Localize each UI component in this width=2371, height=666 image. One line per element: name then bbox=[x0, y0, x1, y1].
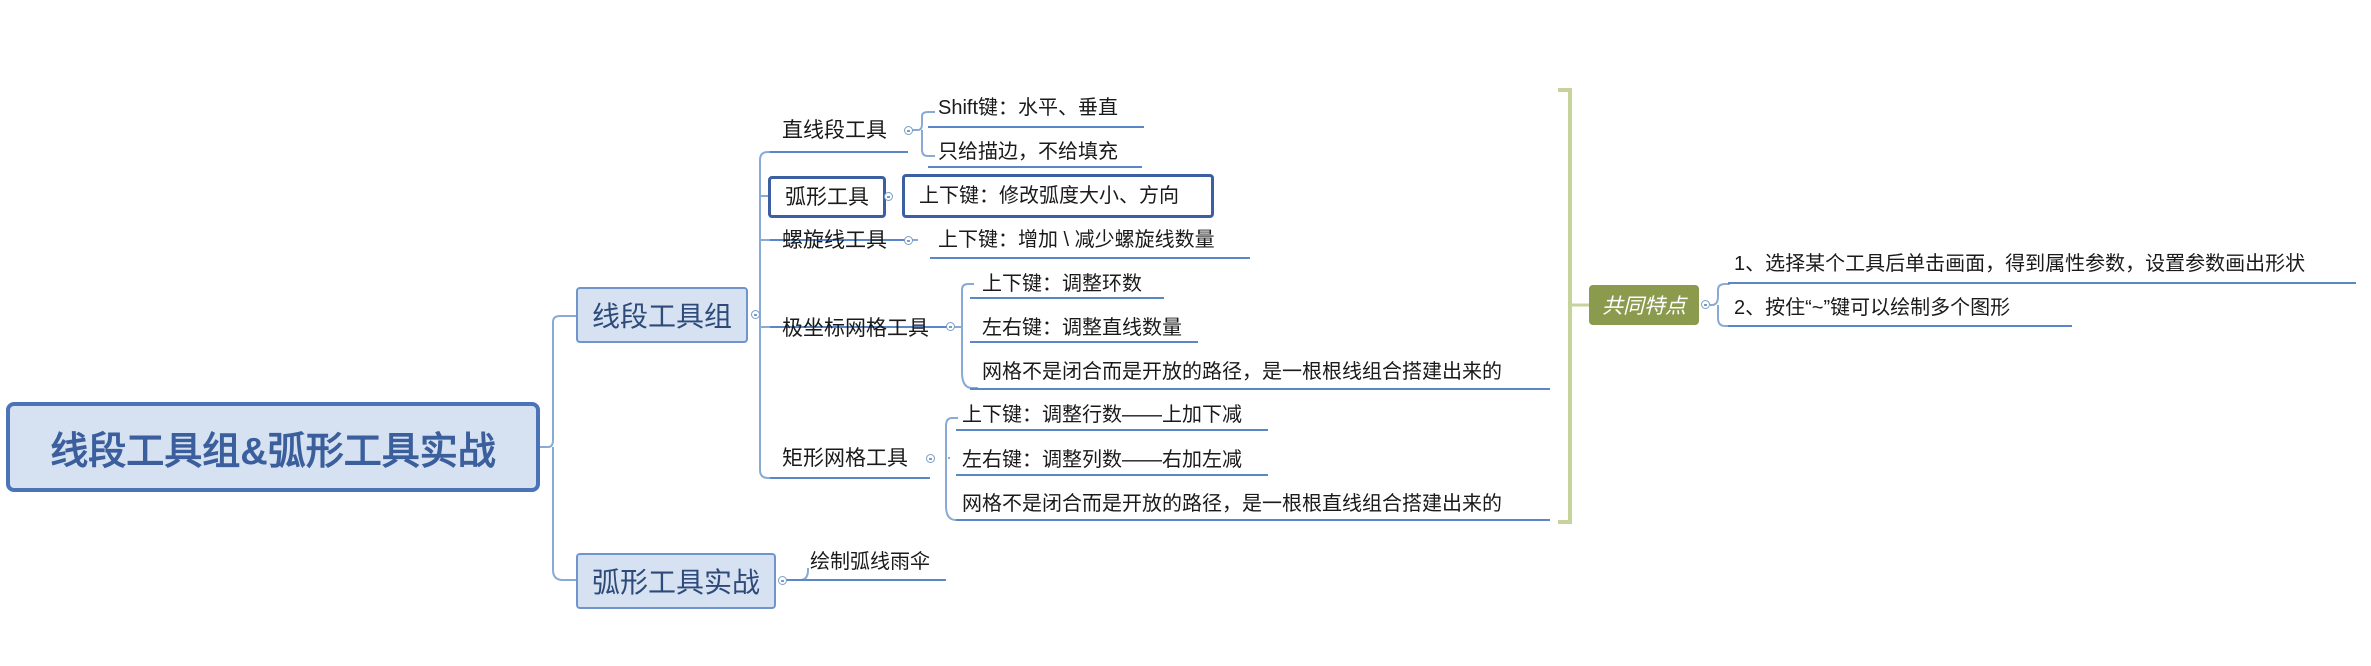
summary-topic[interactable]: 共同特点 bbox=[1589, 285, 1699, 325]
topic-label: 直线段工具 bbox=[782, 119, 887, 142]
leaf-topic-boxed[interactable]: 上下键：修改弧度大小、方向 bbox=[902, 174, 1214, 218]
collapse-icon[interactable] bbox=[778, 576, 787, 585]
summary-label: 共同特点 bbox=[1602, 295, 1686, 318]
leaf-topic[interactable]: 只给描边，不给填充 bbox=[938, 142, 1118, 162]
collapse-icon[interactable] bbox=[904, 126, 913, 135]
summary-text: 1、选择某个工具后单击画面，得到属性参数，设置参数画出形状 bbox=[1734, 253, 2306, 275]
branch-arc-practice[interactable]: 弧形工具实战 bbox=[576, 553, 776, 609]
leaf-text: 网格不是闭合而是开放的路径，是一根根线组合搭建出来的 bbox=[982, 361, 1502, 383]
branch-label: 弧形工具实战 bbox=[591, 567, 760, 598]
root-topic[interactable]: 线段工具组&弧形工具实战 bbox=[6, 402, 540, 492]
branch-label: 线段工具组 bbox=[591, 301, 732, 332]
summary-item[interactable]: 2、按住“~”键可以绘制多个图形 bbox=[1734, 298, 2010, 318]
leaf-text: 上下键：调整行数——上加下减 bbox=[962, 404, 1242, 426]
leaf-text: 左右键：调整列数——右加左减 bbox=[962, 449, 1242, 471]
topic-line-segment-tool[interactable]: 直线段工具 bbox=[782, 120, 887, 141]
summary-text: 2、按住“~”键可以绘制多个图形 bbox=[1734, 297, 2011, 319]
topic-arc-tool[interactable]: 弧形工具 bbox=[768, 176, 886, 218]
leaf-text: 只给描边，不给填充 bbox=[938, 141, 1118, 163]
topic-label: 矩形网格工具 bbox=[782, 447, 908, 470]
summary-item[interactable]: 1、选择某个工具后单击画面，得到属性参数，设置参数画出形状 bbox=[1734, 254, 2305, 274]
leaf-text: 上下键：增加 \ 减少螺旋线数量 bbox=[938, 229, 1215, 251]
leaf-topic[interactable]: 上下键：调整行数——上加下减 bbox=[962, 405, 1242, 425]
leaf-topic[interactable]: 左右键：调整直线数量 bbox=[982, 318, 1182, 338]
leaf-topic[interactable]: 上下键：调整环数 bbox=[982, 274, 1142, 294]
collapse-icon[interactable] bbox=[751, 310, 760, 319]
topic-label: 极坐标网格工具 bbox=[782, 317, 929, 340]
leaf-text: 上下键：调整环数 bbox=[982, 273, 1142, 295]
leaf-topic[interactable]: 左右键：调整列数——右加左减 bbox=[962, 450, 1242, 470]
collapse-icon[interactable] bbox=[884, 192, 893, 201]
root-title: 线段工具组&弧形工具实战 bbox=[50, 430, 496, 473]
topic-label: 螺旋线工具 bbox=[782, 229, 887, 252]
leaf-text: 左右键：调整直线数量 bbox=[982, 317, 1182, 339]
leaf-topic[interactable]: 绘制弧线雨伞 bbox=[810, 552, 930, 572]
leaf-text: Shift键：水平、垂直 bbox=[938, 97, 1119, 119]
collapse-icon[interactable] bbox=[926, 454, 935, 463]
topic-label: 弧形工具 bbox=[785, 185, 869, 209]
topic-polar-grid-tool[interactable]: 极坐标网格工具 bbox=[782, 318, 929, 339]
leaf-topic[interactable]: 网格不是闭合而是开放的路径，是一根根线组合搭建出来的 bbox=[982, 362, 1502, 382]
leaf-topic[interactable]: 上下键：增加 \ 减少螺旋线数量 bbox=[938, 230, 1215, 250]
topic-rect-grid-tool[interactable]: 矩形网格工具 bbox=[782, 448, 908, 469]
topic-spiral-tool[interactable]: 螺旋线工具 bbox=[782, 230, 887, 251]
leaf-text: 上下键：修改弧度大小、方向 bbox=[919, 185, 1179, 207]
leaf-text: 绘制弧线雨伞 bbox=[810, 551, 930, 573]
collapse-icon[interactable] bbox=[946, 322, 955, 331]
leaf-topic[interactable]: Shift键：水平、垂直 bbox=[938, 98, 1118, 118]
leaf-text: 网格不是闭合而是开放的路径，是一根根直线组合搭建出来的 bbox=[962, 493, 1502, 515]
branch-line-segment-tools[interactable]: 线段工具组 bbox=[576, 287, 748, 343]
collapse-icon[interactable] bbox=[1701, 300, 1710, 309]
collapse-icon[interactable] bbox=[904, 236, 913, 245]
leaf-topic[interactable]: 网格不是闭合而是开放的路径，是一根根直线组合搭建出来的 bbox=[962, 494, 1502, 514]
